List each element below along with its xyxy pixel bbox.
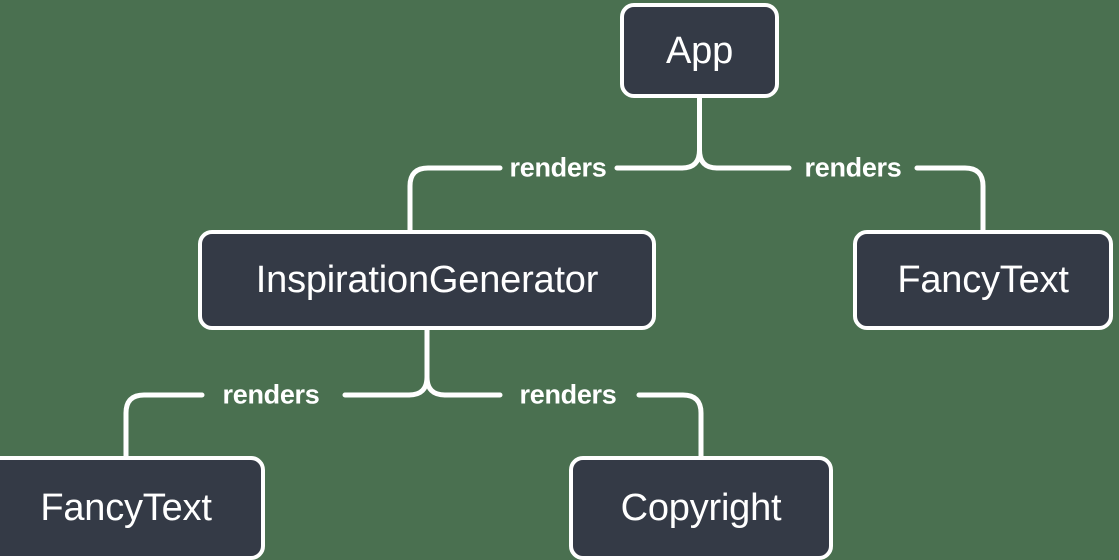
edge-inspirationgenerator-to-copyright [442, 392, 704, 459]
edge-inspirationgenerator-to-fancytext-left [123, 392, 412, 459]
edge-label-app-to-inspiration-generator: renders [509, 152, 607, 183]
edge-inspirationgenerator-stem-right [424, 374, 448, 398]
edge-app-stem [679, 95, 702, 171]
node-copyright[interactable]: Copyright [569, 456, 833, 560]
node-fancytext-left[interactable]: FancyText [0, 456, 265, 560]
node-app-label: App [665, 29, 733, 72]
edge-label-inspiration-generator-to-copyright: renders [519, 379, 617, 410]
edge-inspirationgenerator-stem [406, 327, 430, 398]
node-app[interactable]: App [620, 3, 779, 98]
edge-label-inspiration-generator-to-fancytext-left: renders [222, 379, 320, 410]
edge-app-to-fancytext-right [714, 165, 986, 233]
node-fancytext-right[interactable]: FancyText [853, 230, 1113, 330]
edge-app-stem-right [697, 147, 720, 171]
node-inspiration-generator[interactable]: InspirationGenerator [198, 230, 656, 330]
edge-label-app-to-fancytext-right: renders [804, 152, 902, 183]
node-copyright-label: Copyright [620, 487, 782, 529]
edge-app-to-inspirationgenerator [407, 165, 685, 233]
node-fancytext-right-label: FancyText [897, 259, 1069, 301]
node-fancytext-left-label: FancyText [40, 487, 212, 529]
node-inspiration-generator-label: InspirationGenerator [255, 259, 599, 301]
